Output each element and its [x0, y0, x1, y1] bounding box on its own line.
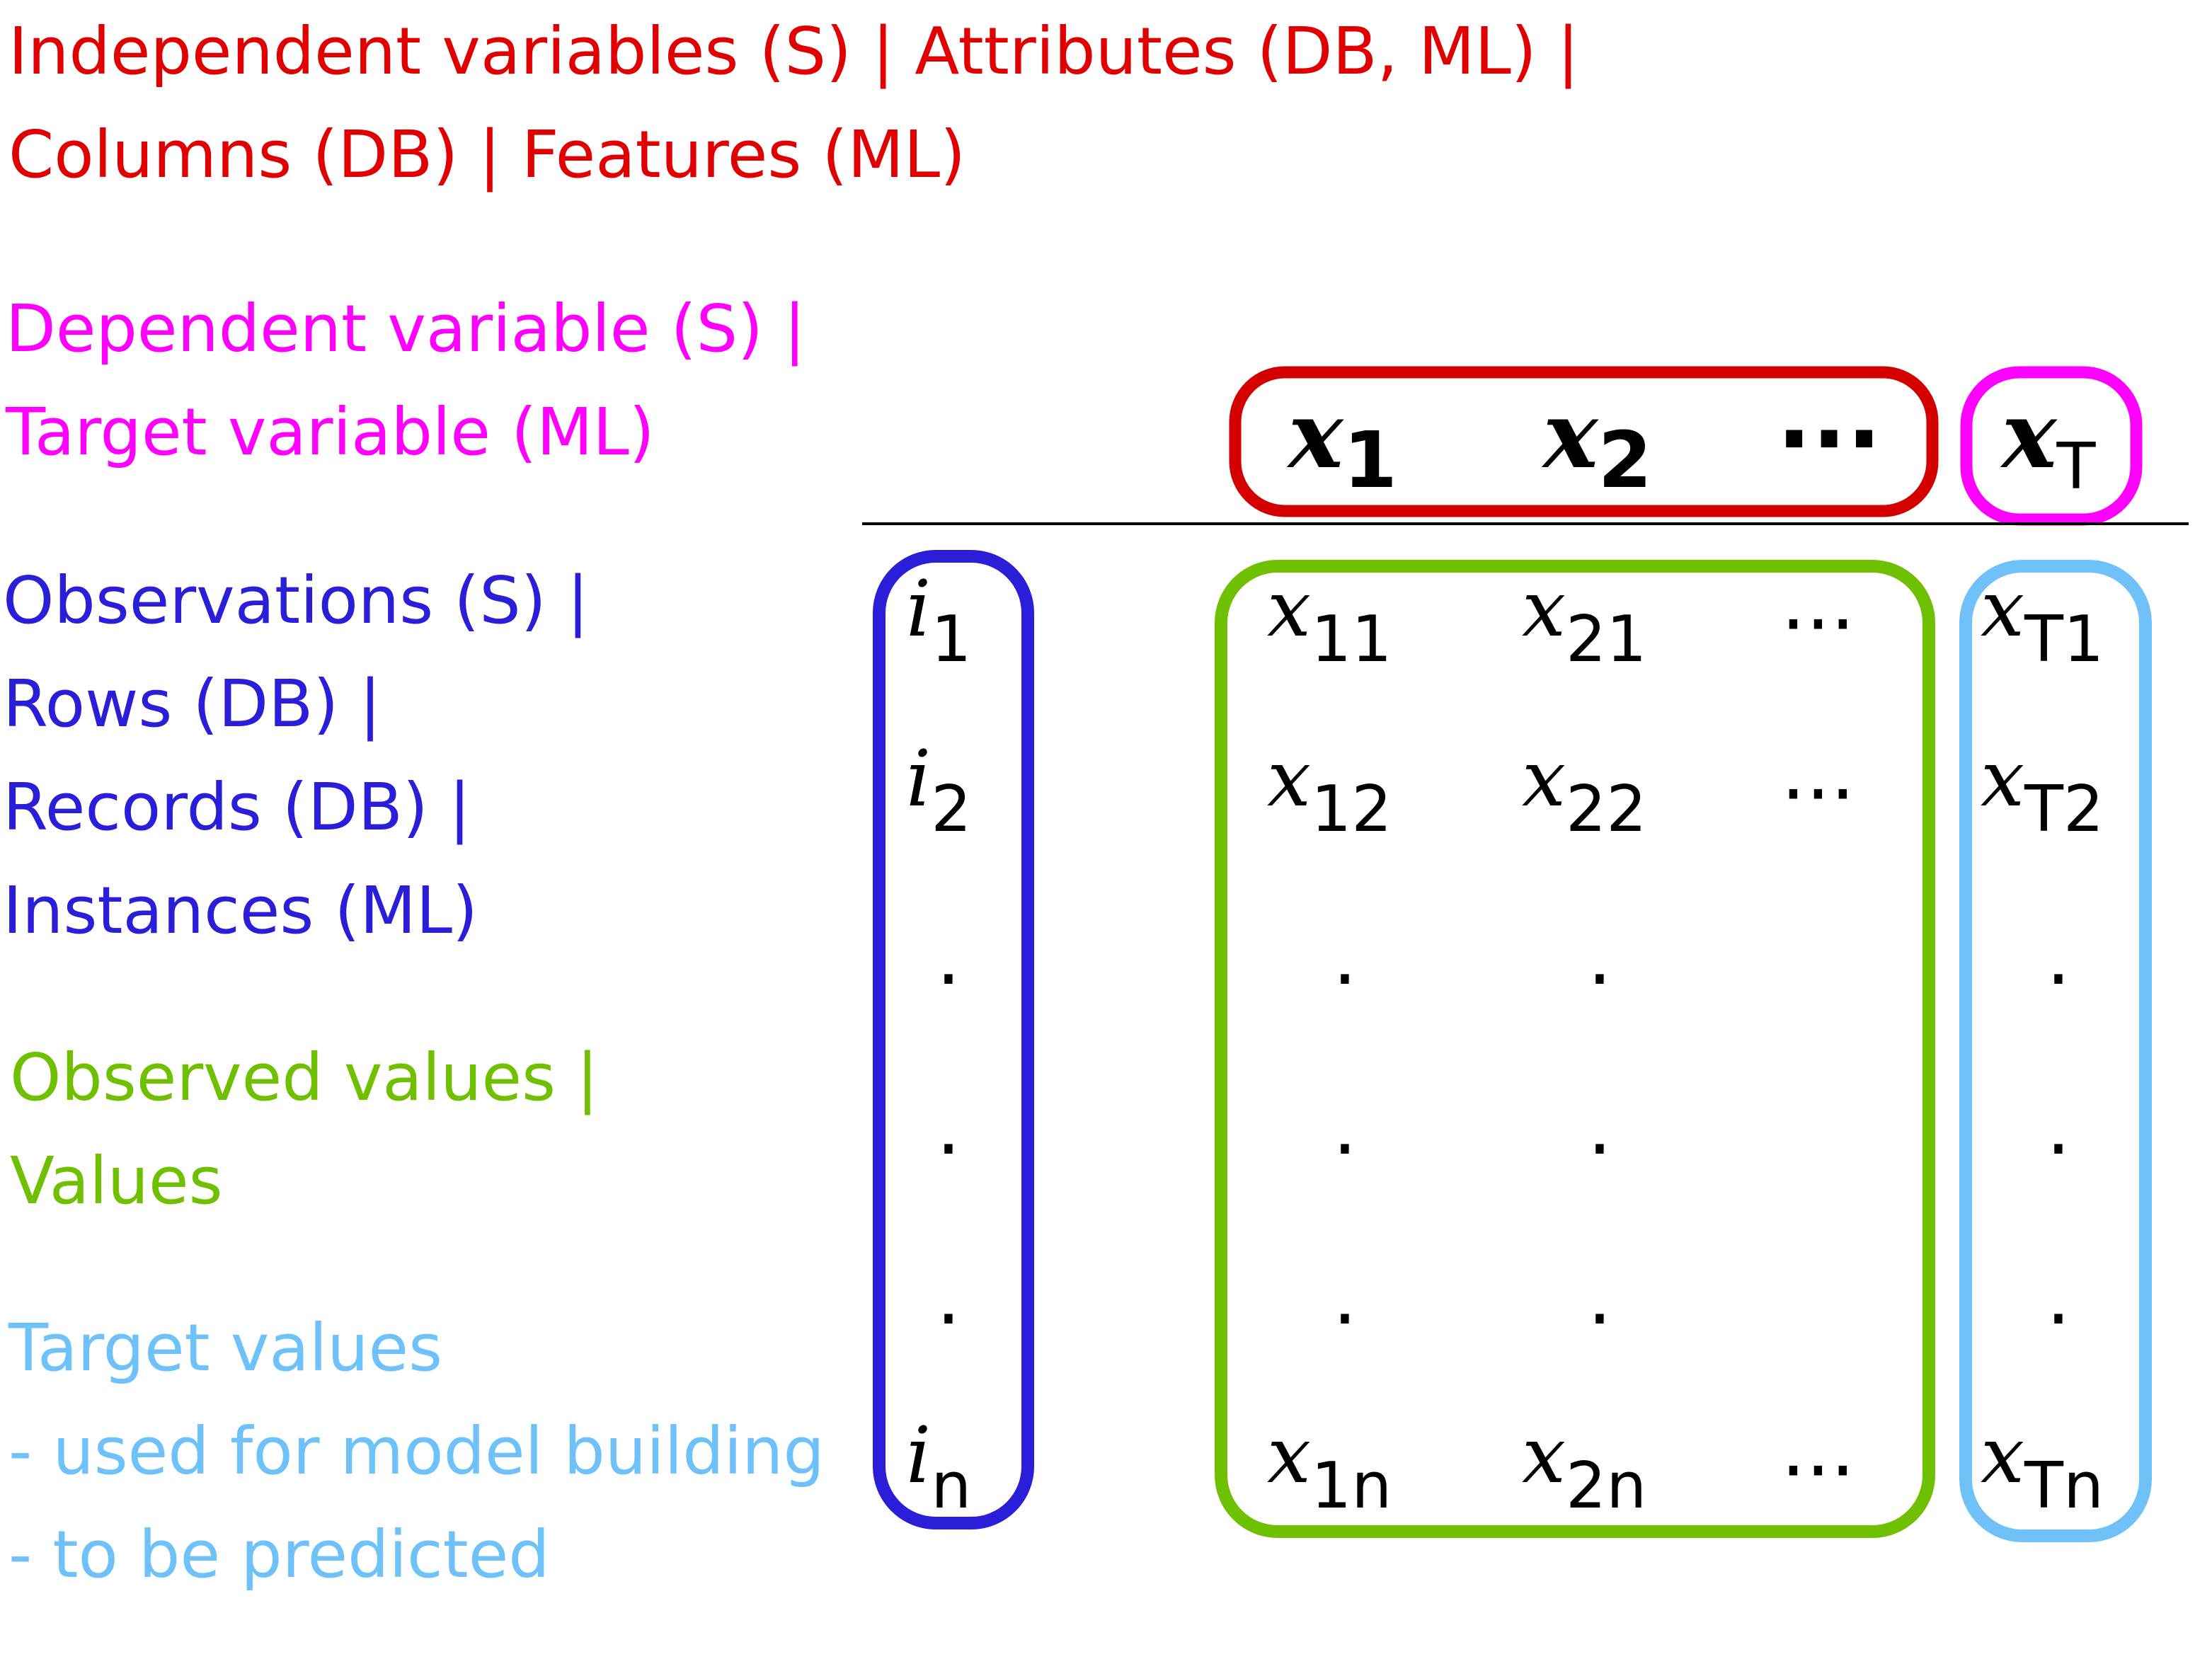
- vdot-target-1: .: [2046, 912, 2071, 1002]
- value-x1n: x1n: [1267, 1410, 1392, 1523]
- vdot-instances-1: .: [936, 912, 961, 1002]
- value-x21: x21: [1522, 563, 1647, 677]
- vdot-col2-1: .: [1588, 912, 1612, 1002]
- observations-label-line2: Rows (DB) |: [3, 666, 381, 742]
- vdot-target-2: .: [2046, 1081, 2071, 1172]
- header-x1: x1: [1286, 381, 1397, 505]
- instances-box: [873, 550, 1034, 1529]
- vdot-instances-2: .: [936, 1081, 961, 1172]
- value-x22: x22: [1522, 733, 1647, 846]
- vdot-col1-2: .: [1333, 1081, 1358, 1172]
- target-header-box: [1960, 366, 2143, 526]
- vertical-dots: . . . . . . . . . . . .: [936, 912, 2071, 1342]
- vdot-instances-3: .: [936, 1251, 961, 1342]
- target-values-label: Target values - used for model building …: [8, 1310, 825, 1592]
- header-ellipsis: ···: [1777, 385, 1881, 493]
- value-x12: x12: [1267, 733, 1392, 846]
- values-label-line2: Values: [10, 1143, 223, 1219]
- instance-n: in: [906, 1410, 971, 1523]
- row2-ellipsis: ···: [1781, 749, 1855, 839]
- dependent-label-line2: Target variable (ML): [5, 394, 655, 470]
- vdot-col1-1: .: [1333, 912, 1358, 1002]
- observations-label-line1: Observations (S) |: [3, 563, 589, 638]
- independent-label-line2: Columns (DB) | Features (ML): [8, 117, 965, 193]
- vdot-col2-2: .: [1588, 1081, 1612, 1172]
- target-xT2: xT2: [1981, 733, 2104, 846]
- target-values-line2: - used for model building: [8, 1413, 825, 1489]
- observed-values-label: Observed values | Values: [10, 1040, 598, 1219]
- value-x11: x11: [1267, 563, 1392, 677]
- value-x2n: x2n: [1522, 1410, 1646, 1523]
- vdot-col1-3: .: [1333, 1251, 1358, 1342]
- observations-label-line3: Records (DB) |: [3, 769, 471, 845]
- independent-label-line1: Independent variables (S) | Attributes (…: [8, 13, 1579, 89]
- independent-variables-label: Independent variables (S) | Attributes (…: [8, 13, 1579, 193]
- row1-ellipsis: ···: [1781, 579, 1855, 670]
- dependent-label-line1: Dependent variable (S) |: [6, 291, 806, 367]
- vdot-col2-3: .: [1588, 1251, 1612, 1342]
- observations-label: Observations (S) | Rows (DB) | Records (…: [3, 563, 589, 948]
- values-label-line1: Observed values |: [10, 1040, 598, 1115]
- target-values-line3: - to be predicted: [8, 1517, 550, 1592]
- values-box: [1215, 560, 1935, 1538]
- target-xTn: xTn: [1981, 1410, 2104, 1523]
- observations-label-line4: Instances (ML): [3, 873, 478, 948]
- dependent-variable-label: Dependent variable (S) | Target variable…: [5, 291, 806, 470]
- features-header-box: [1229, 366, 1939, 517]
- vdot-target-3: .: [2046, 1251, 2071, 1342]
- header-target: xT: [2000, 381, 2097, 504]
- header-x2: x2: [1541, 381, 1652, 505]
- target-xT1: xT1: [1981, 563, 2104, 677]
- instance-2: i2: [906, 733, 971, 846]
- target-values-line1: Target values: [8, 1310, 442, 1386]
- target-values-box: [1959, 560, 2152, 1542]
- rown-ellipsis: ···: [1781, 1425, 1855, 1516]
- instance-1: i1: [906, 563, 971, 677]
